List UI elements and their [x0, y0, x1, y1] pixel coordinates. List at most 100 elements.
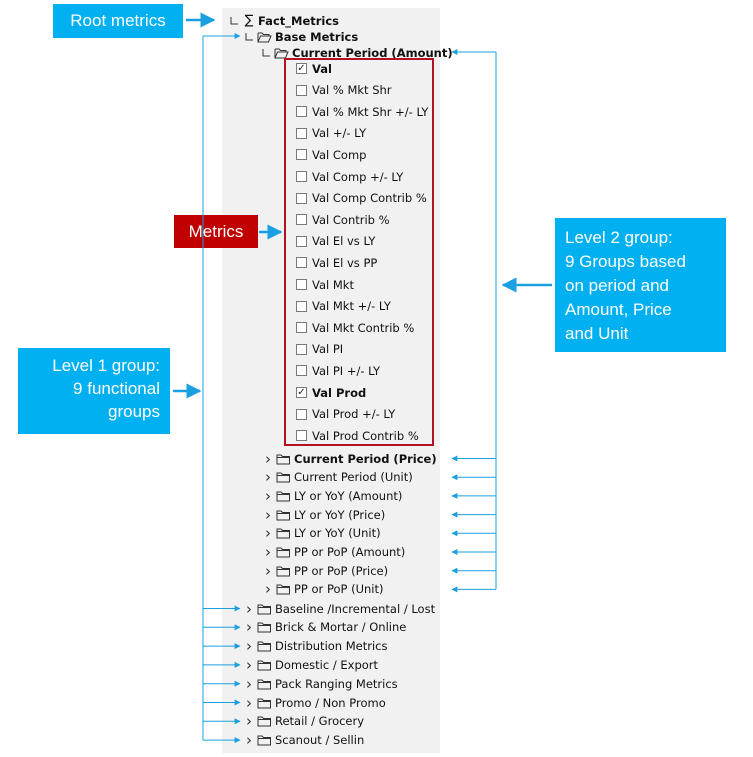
- level1-group-item[interactable]: ›Pack Ranging Metrics: [244, 674, 398, 693]
- level2-group-item[interactable]: › PP or PoP (Price): [263, 561, 388, 580]
- metric-item[interactable]: Val Comp Contrib %: [286, 188, 427, 209]
- level1-group-callout: Level 1 group: 9 functional groups: [18, 348, 170, 434]
- metric-item[interactable]: Val PI: [286, 339, 343, 360]
- metric-checkbox[interactable]: [296, 192, 307, 204]
- chevron-right-icon[interactable]: ›: [265, 449, 271, 468]
- tree-node-fact-metrics[interactable]: ∑ Fact_Metrics: [230, 11, 339, 30]
- folder-icon: [257, 621, 272, 633]
- level2-group-item[interactable]: › PP or PoP (Unit): [263, 580, 383, 599]
- metric-checkbox[interactable]: [296, 84, 307, 96]
- metric-item[interactable]: Val Mkt +/- LY: [286, 296, 391, 317]
- metric-checkbox[interactable]: ✓: [296, 387, 307, 398]
- metric-checkbox[interactable]: [296, 149, 307, 161]
- folder-icon: [257, 603, 272, 615]
- chevron-right-icon[interactable]: ›: [246, 637, 252, 656]
- metric-item[interactable]: Val Contrib %: [286, 209, 390, 230]
- metric-checkbox[interactable]: [296, 408, 307, 420]
- collapse-corner-icon[interactable]: [230, 16, 239, 25]
- metric-item[interactable]: Val PI +/- LY: [286, 360, 380, 381]
- group-label: LY or YoY (Price): [294, 507, 386, 522]
- tree-node-base-metrics[interactable]: Base Metrics: [245, 27, 358, 46]
- metric-checkbox[interactable]: [296, 322, 307, 334]
- level1-group-item[interactable]: ›Promo / Non Promo: [244, 693, 386, 712]
- chevron-right-icon[interactable]: ›: [246, 731, 252, 750]
- metric-label: Val Comp +/- LY: [312, 169, 404, 184]
- metric-item[interactable]: Val Prod +/- LY: [286, 404, 395, 425]
- chevron-right-icon[interactable]: ›: [246, 618, 252, 637]
- chevron-right-icon[interactable]: ›: [265, 543, 271, 561]
- metric-checkbox[interactable]: [296, 430, 307, 442]
- callout-line: and Unit: [565, 324, 629, 343]
- callout-line: Amount, Price: [565, 300, 672, 319]
- metric-item[interactable]: Val Comp +/- LY: [286, 166, 403, 187]
- metric-checkbox[interactable]: ✓: [296, 63, 307, 74]
- callout-line: 9 functional: [73, 379, 160, 398]
- metric-checkbox[interactable]: [296, 343, 307, 355]
- metric-item[interactable]: ✓ Val Prod: [286, 382, 366, 403]
- level1-group-item[interactable]: ›Domestic / Export: [244, 655, 378, 674]
- tree-node-label: Fact_Metrics: [258, 13, 340, 28]
- chevron-right-icon[interactable]: ›: [265, 580, 271, 599]
- metric-checkbox[interactable]: [296, 235, 307, 247]
- metric-item[interactable]: Val % Mkt Shr +/- LY: [286, 101, 428, 122]
- level2-group-item[interactable]: ›Current Period (Unit): [263, 468, 413, 487]
- group-label: PP or PoP (Unit): [294, 582, 384, 597]
- folder-icon: [276, 509, 291, 521]
- chevron-right-icon[interactable]: ›: [246, 655, 252, 674]
- metric-checkbox[interactable]: [296, 365, 307, 377]
- chevron-right-icon[interactable]: ›: [246, 693, 252, 712]
- folder-icon: [276, 453, 291, 465]
- chevron-right-icon[interactable]: ›: [265, 468, 271, 487]
- metric-item[interactable]: Val Mkt Contrib %: [286, 317, 414, 338]
- metric-item[interactable]: ✓Val: [286, 58, 332, 79]
- chevron-right-icon[interactable]: ›: [246, 599, 252, 618]
- metric-label: Val Prod: [312, 385, 367, 400]
- group-label: PP or PoP (Price): [294, 563, 389, 578]
- collapse-corner-icon[interactable]: [245, 32, 254, 41]
- metric-item[interactable]: Val El vs LY: [286, 231, 375, 252]
- chevron-right-icon[interactable]: ›: [246, 674, 252, 693]
- metrics-callout: Metrics: [174, 215, 258, 248]
- level1-group-item[interactable]: › Baseline /Incremental / Lost: [244, 599, 435, 618]
- level2-group-item[interactable]: ›LY or YoY (Amount): [263, 486, 402, 505]
- collapse-corner-icon[interactable]: [262, 48, 271, 57]
- callout-text: Root metrics: [70, 11, 166, 30]
- metric-item[interactable]: Val +/- LY: [286, 123, 366, 144]
- callout-text: Metrics: [188, 221, 244, 241]
- chevron-right-icon[interactable]: ›: [265, 486, 271, 505]
- metric-item[interactable]: Val Comp: [286, 144, 366, 165]
- callout-line: groups: [108, 402, 160, 421]
- metric-item[interactable]: Val Prod Contrib %: [286, 425, 419, 446]
- metric-item[interactable]: Val % Mkt Shr: [286, 80, 392, 101]
- metric-checkbox[interactable]: [296, 257, 307, 269]
- metric-label: Val % Mkt Shr +/- LY: [312, 104, 429, 119]
- level2-group-item[interactable]: › LY or YoY (Price): [263, 505, 385, 524]
- metric-label: Val Prod Contrib %: [312, 428, 419, 443]
- level2-group-callout: Level 2 group: 9 Groups based on period …: [555, 218, 726, 352]
- metric-checkbox[interactable]: [296, 106, 307, 118]
- chevron-right-icon[interactable]: ›: [265, 505, 271, 524]
- level1-group-item[interactable]: ›Scanout / Sellin: [244, 731, 364, 750]
- metric-item[interactable]: Val Mkt: [286, 274, 354, 295]
- metric-checkbox[interactable]: [296, 214, 307, 226]
- level2-group-item[interactable]: › Current Period (Price): [263, 449, 437, 468]
- level2-group-item[interactable]: ›PP or PoP (Amount): [263, 543, 405, 562]
- chevron-right-icon[interactable]: ›: [246, 712, 252, 731]
- level1-group-item[interactable]: ›Distribution Metrics: [244, 637, 388, 656]
- metric-checkbox[interactable]: [296, 279, 307, 290]
- group-label: Current Period (Price): [294, 451, 437, 466]
- metric-checkbox[interactable]: [296, 300, 307, 312]
- metric-item[interactable]: Val El vs PP: [286, 252, 377, 273]
- level1-group-item[interactable]: ›Brick & Mortar / Online: [244, 618, 406, 637]
- tree-node-current-period-amount[interactable]: Current Period (Amount): [262, 43, 453, 62]
- level2-group-item[interactable]: ›LY or YoY (Unit): [263, 524, 381, 543]
- chevron-right-icon[interactable]: ›: [265, 561, 271, 580]
- callout-line: Level 2 group:: [565, 228, 673, 247]
- metric-checkbox[interactable]: [296, 171, 307, 182]
- group-label: Baseline /Incremental / Lost: [275, 601, 436, 616]
- level1-group-item[interactable]: ›Retail / Grocery: [244, 712, 364, 731]
- tree-node-label: Current Period (Amount): [292, 45, 453, 60]
- metric-checkbox[interactable]: [296, 127, 307, 139]
- chevron-right-icon[interactable]: ›: [265, 524, 271, 543]
